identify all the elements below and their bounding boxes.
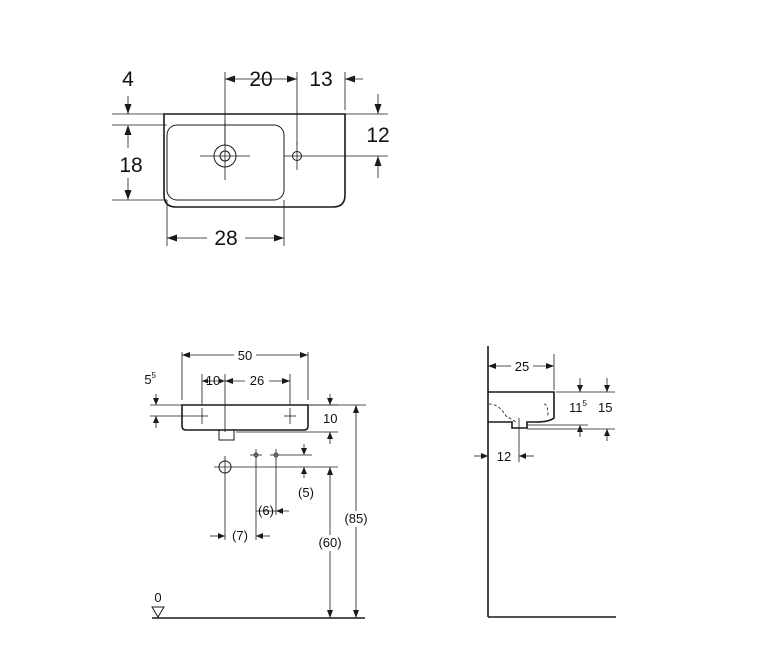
top-view: 20 13 4 18 12 28 [112, 68, 390, 250]
basin-outline-side [488, 391, 555, 429]
side-view: 25 115 15 12 [474, 346, 616, 618]
dim-25-label: 25 [515, 359, 529, 374]
dim-6-paren-label: (6) [258, 503, 274, 518]
floor-zero-label: 0 [154, 590, 161, 605]
dim-13-label: 13 [309, 68, 332, 91]
dim-5-5-label: 55 [144, 371, 156, 387]
dim-20-label: 20 [249, 68, 272, 91]
drain-stub-front [218, 429, 235, 441]
basin-outline-front [181, 404, 309, 431]
dim-5-paren-label: (5) [298, 485, 314, 500]
dim-12-label-top: 12 [366, 124, 389, 147]
dim-28-label: 28 [214, 227, 237, 250]
basin-outline-top [163, 113, 346, 208]
dim-26-label: 26 [250, 373, 264, 388]
bowl-outline-top [166, 124, 285, 201]
dim-4-label: 4 [122, 68, 134, 91]
front-view: 0 50 10 26 55 10 [144, 346, 374, 619]
floor-marker-icon [151, 606, 165, 618]
dim-11-5-label: 115 [569, 399, 588, 415]
dim-85-paren-label: (85) [344, 511, 367, 526]
dim-60-paren-label: (60) [318, 535, 341, 550]
dim-50-label: 50 [238, 348, 252, 363]
dim-18-label: 18 [119, 154, 142, 177]
dim-10-right-label: 10 [323, 411, 337, 426]
dim-12-label-side: 12 [497, 449, 511, 464]
dim-15-label: 15 [598, 400, 612, 415]
dim-10-left-label: 10 [206, 373, 220, 388]
dim-7-paren-label: (7) [232, 528, 248, 543]
